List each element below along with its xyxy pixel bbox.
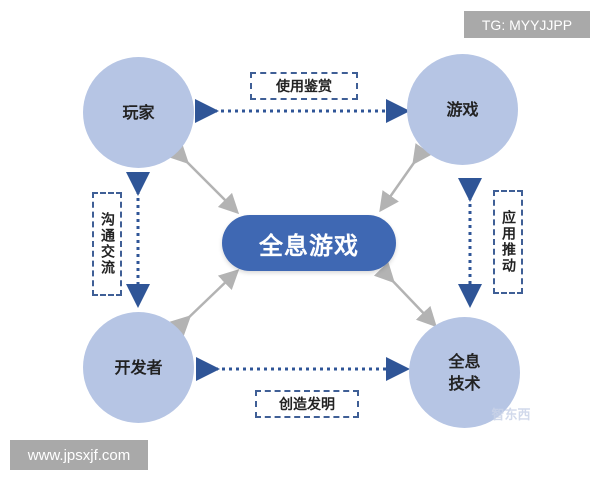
node-player-label: 玩家 — [122, 102, 155, 122]
node-game-label: 游戏 — [446, 99, 479, 119]
node-holographic-tech-label: 全息 技术 — [448, 351, 481, 393]
edge-label-bottom: 创造发明 — [255, 390, 359, 418]
logo-stamp: 智东西 — [482, 404, 540, 423]
node-player: 玩家 — [83, 57, 194, 168]
arrow-bl-center — [169, 269, 240, 337]
watermark-top-right: TG: MYYJJPP — [464, 11, 590, 38]
arrow-br-center — [373, 261, 437, 328]
arrow-tr-center — [379, 143, 432, 213]
watermark-bottom-left: www.jpsxjf.com — [10, 440, 148, 470]
edge-label-top-text: 使用鉴赏 — [276, 79, 332, 95]
center-node-label: 全息游戏 — [259, 231, 359, 260]
edge-label-top: 使用鉴赏 — [250, 72, 358, 100]
edge-label-left: 沟通交流 — [92, 192, 122, 296]
logo-stamp-text: 智东西 — [491, 407, 531, 423]
edge-label-left-text: 沟通交流 — [99, 212, 115, 276]
watermark-top-right-text: TG: MYYJJPP — [481, 16, 573, 33]
edge-label-bottom-text: 创造发明 — [279, 397, 335, 413]
node-game: 游戏 — [407, 54, 518, 165]
edge-label-right-text: 应用推动 — [500, 210, 516, 274]
watermark-bottom-left-text: www.jpsxjf.com — [27, 446, 131, 464]
center-node: 全息游戏 — [222, 215, 396, 271]
node-developer: 开发者 — [83, 312, 194, 423]
node-developer-label: 开发者 — [114, 357, 163, 377]
edge-label-right: 应用推动 — [493, 190, 523, 294]
node-holographic-tech: 全息 技术 — [409, 317, 520, 428]
arrow-tl-center — [167, 142, 240, 215]
